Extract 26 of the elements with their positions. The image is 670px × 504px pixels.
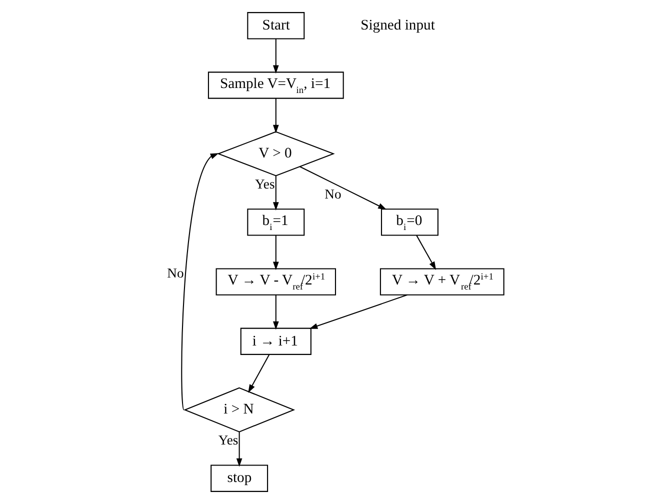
node-diamond: V > 0 (216, 131, 334, 176)
node-diamond: i > N (183, 387, 295, 432)
arrow (248, 354, 270, 393)
arrow (308, 294, 407, 329)
edge-label: No (166, 265, 184, 280)
arrow (272, 98, 278, 134)
arrow (416, 235, 436, 270)
node-box: V → V - V$_{ref}$/2$^{i+1}$ (215, 268, 336, 296)
arrow (180, 153, 218, 410)
node-box: V → V + V$_{ref}$/2$^{i+1}$ (379, 268, 504, 296)
arrow (272, 176, 278, 211)
arrow (272, 38, 278, 74)
node-box: i → i+1 (240, 328, 311, 355)
arrow (299, 166, 386, 210)
node-box: b$_{i}$=1 (246, 208, 304, 236)
edge-label: Yes (254, 176, 274, 192)
arrow (272, 295, 278, 330)
node-box: stop (210, 464, 268, 492)
label: Signed input (360, 18, 434, 34)
edge-label: No (324, 186, 341, 202)
edge-label: Yes (218, 432, 238, 448)
node-box: Start (246, 12, 304, 40)
arrow (272, 235, 278, 270)
node-box: b$_{i}$=0 (380, 208, 438, 236)
node-box: Sample V=V$_{in}$, i=1 (207, 72, 344, 99)
arrow (236, 432, 242, 467)
